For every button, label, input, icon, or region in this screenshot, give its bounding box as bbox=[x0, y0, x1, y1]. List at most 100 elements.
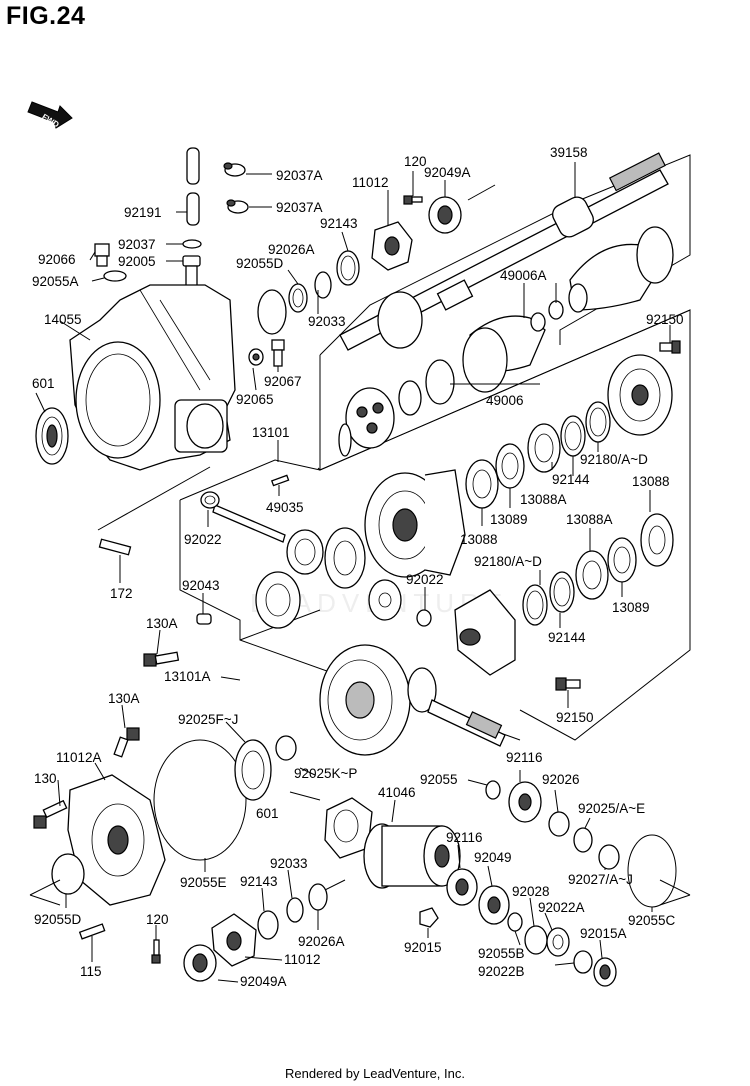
label-92022-mid[interactable]: 92022 bbox=[406, 572, 444, 587]
plate-13088A-right[interactable] bbox=[575, 550, 609, 600]
label-92015[interactable]: 92015 bbox=[404, 940, 442, 955]
shaft-pin[interactable] bbox=[212, 504, 286, 543]
oring-92055D-top[interactable] bbox=[257, 289, 287, 335]
oring-92055E[interactable] bbox=[153, 739, 247, 861]
label-11012A[interactable]: 11012A bbox=[56, 750, 102, 765]
bearing-92049A-bot[interactable] bbox=[183, 944, 217, 982]
washer-92065[interactable] bbox=[248, 348, 264, 366]
diff-case-13101[interactable] bbox=[364, 469, 466, 578]
label-115[interactable]: 115 bbox=[80, 964, 102, 979]
label-92055[interactable]: 92055 bbox=[420, 772, 458, 787]
bolt-92150-top[interactable] bbox=[659, 340, 681, 354]
label-92049A-top[interactable]: 92049A bbox=[424, 165, 471, 180]
label-49006[interactable]: 49006 bbox=[486, 393, 524, 408]
retainer-11012-top[interactable] bbox=[371, 221, 413, 271]
retainer-11012-bot[interactable] bbox=[211, 913, 257, 967]
flange-92150-top[interactable] bbox=[607, 354, 673, 436]
seal-92143-top[interactable] bbox=[336, 250, 360, 286]
label-11012-bot[interactable]: 11012 bbox=[284, 952, 321, 967]
disc-13089-top[interactable] bbox=[495, 443, 525, 489]
label-92026[interactable]: 92026 bbox=[542, 772, 580, 787]
bearing-601-bot[interactable] bbox=[234, 735, 297, 801]
label-14055[interactable]: 14055 bbox=[44, 312, 82, 327]
label-601-bot[interactable]: 601 bbox=[256, 806, 279, 821]
pinion-gear-2[interactable] bbox=[324, 527, 366, 589]
label-13088-top[interactable]: 13088 bbox=[460, 532, 498, 547]
label-92191[interactable]: 92191 bbox=[124, 205, 162, 220]
bolt-120-bot[interactable] bbox=[151, 939, 161, 964]
pinion-gear-1[interactable] bbox=[286, 529, 324, 575]
label-92025AE[interactable]: 92025/A~E bbox=[578, 801, 645, 816]
collar-92028[interactable] bbox=[524, 925, 548, 955]
label-92055C[interactable]: 92055C bbox=[628, 913, 676, 928]
circlip-92033-top[interactable] bbox=[314, 271, 332, 299]
label-92026A-top[interactable]: 92026A bbox=[268, 242, 315, 257]
bands-49006[interactable] bbox=[398, 359, 455, 416]
label-92144-right[interactable]: 92144 bbox=[548, 630, 586, 645]
washer-92026A-bot[interactable] bbox=[308, 883, 328, 911]
label-13088-right[interactable]: 13088 bbox=[632, 474, 670, 489]
bolt-120-top[interactable] bbox=[403, 195, 423, 205]
label-92022-left[interactable]: 92022 bbox=[184, 532, 222, 547]
label-120-bot[interactable]: 120 bbox=[146, 912, 169, 927]
plate-13088-right[interactable] bbox=[640, 513, 674, 567]
label-92055A[interactable]: 92055A bbox=[32, 274, 79, 289]
bolt-130[interactable] bbox=[33, 799, 68, 829]
label-41046[interactable]: 41046 bbox=[378, 785, 416, 800]
boot-49006A[interactable] bbox=[568, 226, 674, 313]
shim-92025AE[interactable] bbox=[573, 827, 593, 853]
label-13089-right[interactable]: 13089 bbox=[612, 600, 650, 615]
label-92055D-top[interactable]: 92055D bbox=[236, 256, 284, 271]
boot-49006[interactable] bbox=[462, 300, 564, 393]
pinion-shaft[interactable] bbox=[407, 667, 506, 747]
washer-92022-mid[interactable] bbox=[368, 579, 402, 621]
label-49006A[interactable]: 49006A bbox=[500, 268, 547, 283]
cover-11012A[interactable] bbox=[67, 774, 166, 906]
bearing-601-top[interactable] bbox=[35, 407, 69, 465]
shim-92180-top[interactable] bbox=[585, 401, 611, 443]
label-11012-top[interactable]: 11012 bbox=[352, 175, 389, 190]
label-92005[interactable]: 92005 bbox=[118, 254, 156, 269]
dowel-pin-92191[interactable] bbox=[186, 147, 200, 226]
oring-92055[interactable] bbox=[485, 780, 501, 800]
label-49035[interactable]: 49035 bbox=[266, 500, 304, 515]
label-92065[interactable]: 92065 bbox=[236, 392, 274, 407]
label-92027AJ[interactable]: 92027/A~J bbox=[568, 872, 633, 887]
label-92037A-2[interactable]: 92037A bbox=[276, 200, 323, 215]
disc-13089-right[interactable] bbox=[607, 537, 637, 583]
side-gear[interactable] bbox=[255, 571, 301, 629]
shim-92180-right[interactable] bbox=[522, 584, 548, 626]
oring-92055D-bot[interactable] bbox=[51, 853, 85, 895]
clip-92037A-1[interactable] bbox=[223, 162, 246, 177]
label-92180-top[interactable]: 92180/A~D bbox=[580, 452, 648, 467]
label-172[interactable]: 172 bbox=[110, 586, 133, 601]
label-92049A-bot[interactable]: 92049A bbox=[240, 974, 287, 989]
label-120-top[interactable]: 120 bbox=[404, 154, 427, 169]
label-92022A[interactable]: 92022A bbox=[538, 900, 585, 915]
flange-92150-bot[interactable] bbox=[454, 589, 516, 676]
bolt-130A-mid[interactable] bbox=[143, 651, 180, 667]
drive-shaft-39158[interactable] bbox=[339, 152, 669, 351]
label-92150-top[interactable]: 92150 bbox=[646, 312, 684, 327]
label-92116-1[interactable]: 92116 bbox=[506, 750, 543, 765]
label-92055E[interactable]: 92055E bbox=[180, 875, 227, 890]
label-13089-top[interactable]: 13089 bbox=[490, 512, 528, 527]
circlip-92033-bot[interactable] bbox=[286, 897, 304, 923]
bolt-92067[interactable] bbox=[271, 339, 285, 367]
clip-92037A-2[interactable] bbox=[226, 199, 249, 214]
bolt-130A-bot[interactable] bbox=[113, 727, 140, 758]
gear-case-14055[interactable] bbox=[69, 284, 236, 471]
label-92033-top[interactable]: 92033 bbox=[308, 314, 346, 329]
label-601-top[interactable]: 601 bbox=[32, 376, 55, 391]
cv-joint-inner[interactable] bbox=[338, 387, 395, 457]
plate-13088-top[interactable] bbox=[465, 459, 499, 509]
washer-92026A-top[interactable] bbox=[288, 283, 308, 313]
label-92055D-bot[interactable]: 92055D bbox=[34, 912, 82, 927]
bearing-92049[interactable] bbox=[478, 885, 510, 925]
label-92037A-1[interactable]: 92037A bbox=[276, 168, 323, 183]
washer-92144-top[interactable] bbox=[560, 415, 586, 457]
bearing-92116-1[interactable] bbox=[508, 781, 542, 823]
bolt-115[interactable] bbox=[78, 923, 106, 940]
label-13101A[interactable]: 13101A bbox=[164, 669, 211, 684]
label-130A-bot[interactable]: 130A bbox=[108, 691, 140, 706]
